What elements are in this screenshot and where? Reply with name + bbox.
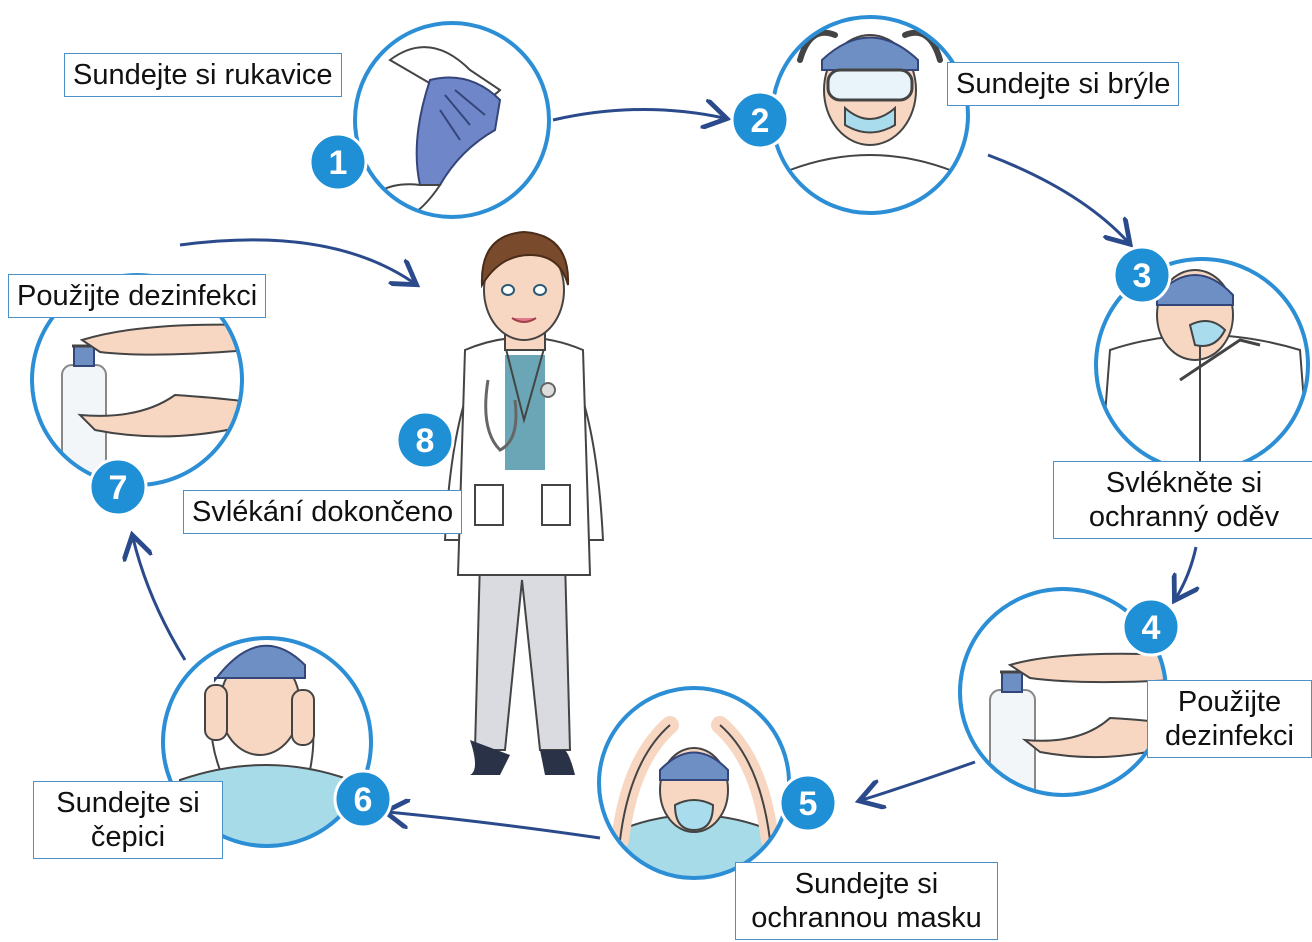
step-7-label: Použijte dezinfekci [8, 274, 266, 318]
arrow-6-to-7 [133, 538, 185, 660]
step-5-badge: 5 [780, 775, 836, 831]
step-1-badge-number: 1 [329, 144, 348, 182]
step-7-badge: 7 [90, 459, 146, 515]
arrow-3-to-4 [1176, 547, 1196, 598]
step-3-label: Svlékněte si ochranný oděv [1053, 461, 1312, 539]
step-2-badge-number: 2 [751, 102, 770, 140]
step-6-badge: 6 [335, 771, 391, 827]
step-3-label-line-2: ochranný oděv [1062, 500, 1306, 534]
arrow-5-to-6 [388, 812, 600, 838]
step-3-label-line-1: Svlékněte si [1062, 466, 1306, 500]
step-5-label: Sundejte si ochrannou masku [735, 862, 998, 940]
step-6-badge-number: 6 [354, 781, 373, 819]
step-3-badge-number: 3 [1133, 257, 1152, 295]
arrow-2-to-3 [988, 155, 1128, 242]
step-4-label-line-2: dezinfekci [1156, 719, 1303, 753]
step-8-badge-number: 8 [416, 422, 435, 460]
step-8-badge: 8 [397, 412, 453, 468]
step-4-badge: 4 [1123, 599, 1179, 655]
step-4-label: Použijte dezinfekci [1147, 680, 1312, 758]
doctor-icon [445, 232, 603, 775]
step-4-label-line-1: Použijte [1156, 685, 1303, 719]
step-2-illustration [772, 17, 968, 230]
step-6-label: Sundejte si čepici [33, 781, 223, 859]
step-6-label-line-2: čepici [42, 820, 214, 854]
step-8-label: Svlékání dokončeno [183, 490, 462, 534]
step-1-label: Sundejte si rukavice [64, 53, 342, 97]
step-5-label-line-2: ochrannou masku [744, 901, 989, 935]
step-2-badge: 2 [732, 92, 788, 148]
step-2-label: Sundejte si brýle [947, 62, 1179, 106]
step-8-label-line-1: Svlékání dokončeno [192, 495, 453, 529]
step-1-label-line-1: Sundejte si rukavice [73, 58, 333, 92]
step-1-badge: 1 [310, 134, 366, 190]
step-7-badge-number: 7 [109, 469, 128, 507]
step-3-badge: 3 [1114, 247, 1170, 303]
step-4-badge-number: 4 [1142, 609, 1161, 647]
arrow-1-to-2 [553, 109, 724, 120]
step-6-label-line-1: Sundejte si [42, 786, 214, 820]
step-5-label-line-1: Sundejte si [744, 867, 989, 901]
step-2-label-line-1: Sundejte si brýle [956, 67, 1170, 101]
arrow-4-to-5 [862, 762, 975, 800]
step-5-badge-number: 5 [799, 785, 818, 823]
step-1-illustration [355, 23, 549, 220]
step-7-label-line-1: Použijte dezinfekci [17, 279, 257, 313]
